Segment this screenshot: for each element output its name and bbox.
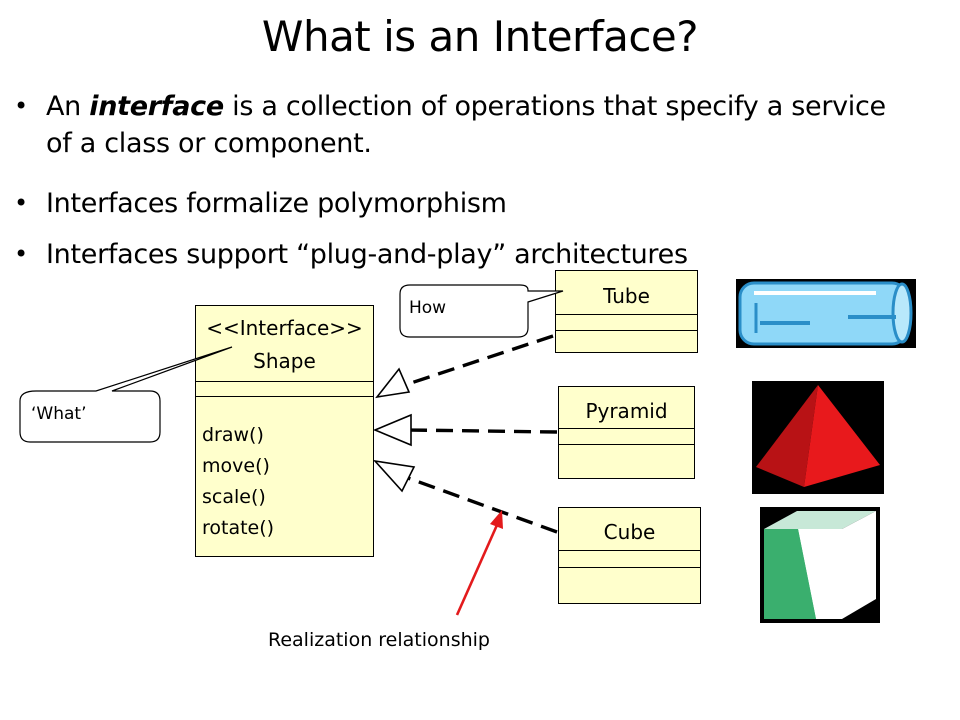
what-callout-text: ‘What’: [31, 404, 87, 424]
attributes-divider: [196, 381, 373, 382]
operation-list: draw() move() scale() rotate(): [202, 420, 274, 544]
pyramid-image: [752, 381, 884, 494]
class-divider: [556, 314, 697, 315]
class-divider: [559, 428, 694, 429]
operations-divider: [196, 396, 373, 397]
bullet-marker: •: [14, 240, 28, 268]
operation-draw: draw(): [202, 424, 264, 446]
pyramid-realization-line: [407, 428, 558, 434]
class-cube-box: Cube: [558, 507, 701, 604]
cylinder-image: [736, 279, 916, 348]
how-callout-text: How: [409, 298, 447, 318]
interface-name: Shape: [253, 349, 316, 373]
what-callout-shape: [19, 346, 233, 443]
bullet-text: Interfaces formalize polymorphism: [46, 188, 507, 219]
bullet-marker: •: [14, 189, 28, 217]
class-cube-name: Cube: [603, 520, 656, 544]
class-divider: [556, 330, 697, 331]
annotation-arrowhead: [490, 510, 503, 529]
how-callout-shape: [399, 284, 564, 338]
bullet-marker: •: [14, 92, 28, 120]
tube-realization-line: [407, 334, 554, 386]
operation-scale: scale(): [202, 486, 266, 508]
interface-stereotype: <<Interface>>: [206, 316, 363, 340]
pyramid-realization-arrowhead: [372, 413, 412, 447]
bullet-text-post: is a collection of operations that speci…: [46, 91, 886, 159]
class-tube-box: Tube: [555, 270, 698, 353]
cube-icon: [764, 511, 876, 619]
operation-rotate: rotate(): [202, 517, 275, 539]
bullet-text: Interfaces support “plug-and-play” archi…: [46, 239, 688, 270]
class-divider: [559, 550, 700, 551]
cube-realization-arrowhead: [372, 459, 416, 493]
realization-relationship-label: Realization relationship: [268, 629, 490, 651]
interface-shape-box: <<Interface>> Shape draw() move() scale(…: [195, 305, 374, 557]
operation-move: move(): [202, 455, 270, 477]
class-pyramid-box: Pyramid: [558, 386, 695, 479]
bullet-emphasis: interface: [89, 91, 224, 122]
class-divider: [559, 567, 700, 568]
class-pyramid-name: Pyramid: [585, 399, 668, 423]
bullet-text-pre: An: [46, 91, 90, 122]
cube-image: [760, 507, 880, 623]
pyramid-icon: [756, 385, 880, 487]
cube-realization-line: [407, 476, 558, 534]
tube-realization-arrowhead: [375, 367, 411, 399]
bullet-plug-and-play: • Interfaces support “plug-and-play” arc…: [14, 236, 906, 273]
bullet-interface-definition: • An interface is a collection of operat…: [14, 88, 906, 162]
bullet-polymorphism: • Interfaces formalize polymorphism: [14, 185, 906, 222]
class-tube-name: Tube: [603, 284, 650, 308]
slide-title: What is an Interface?: [261, 12, 699, 61]
annotation-arrow-line: [455, 524, 499, 616]
cylinder-icon: [738, 281, 913, 346]
class-divider: [559, 444, 694, 445]
